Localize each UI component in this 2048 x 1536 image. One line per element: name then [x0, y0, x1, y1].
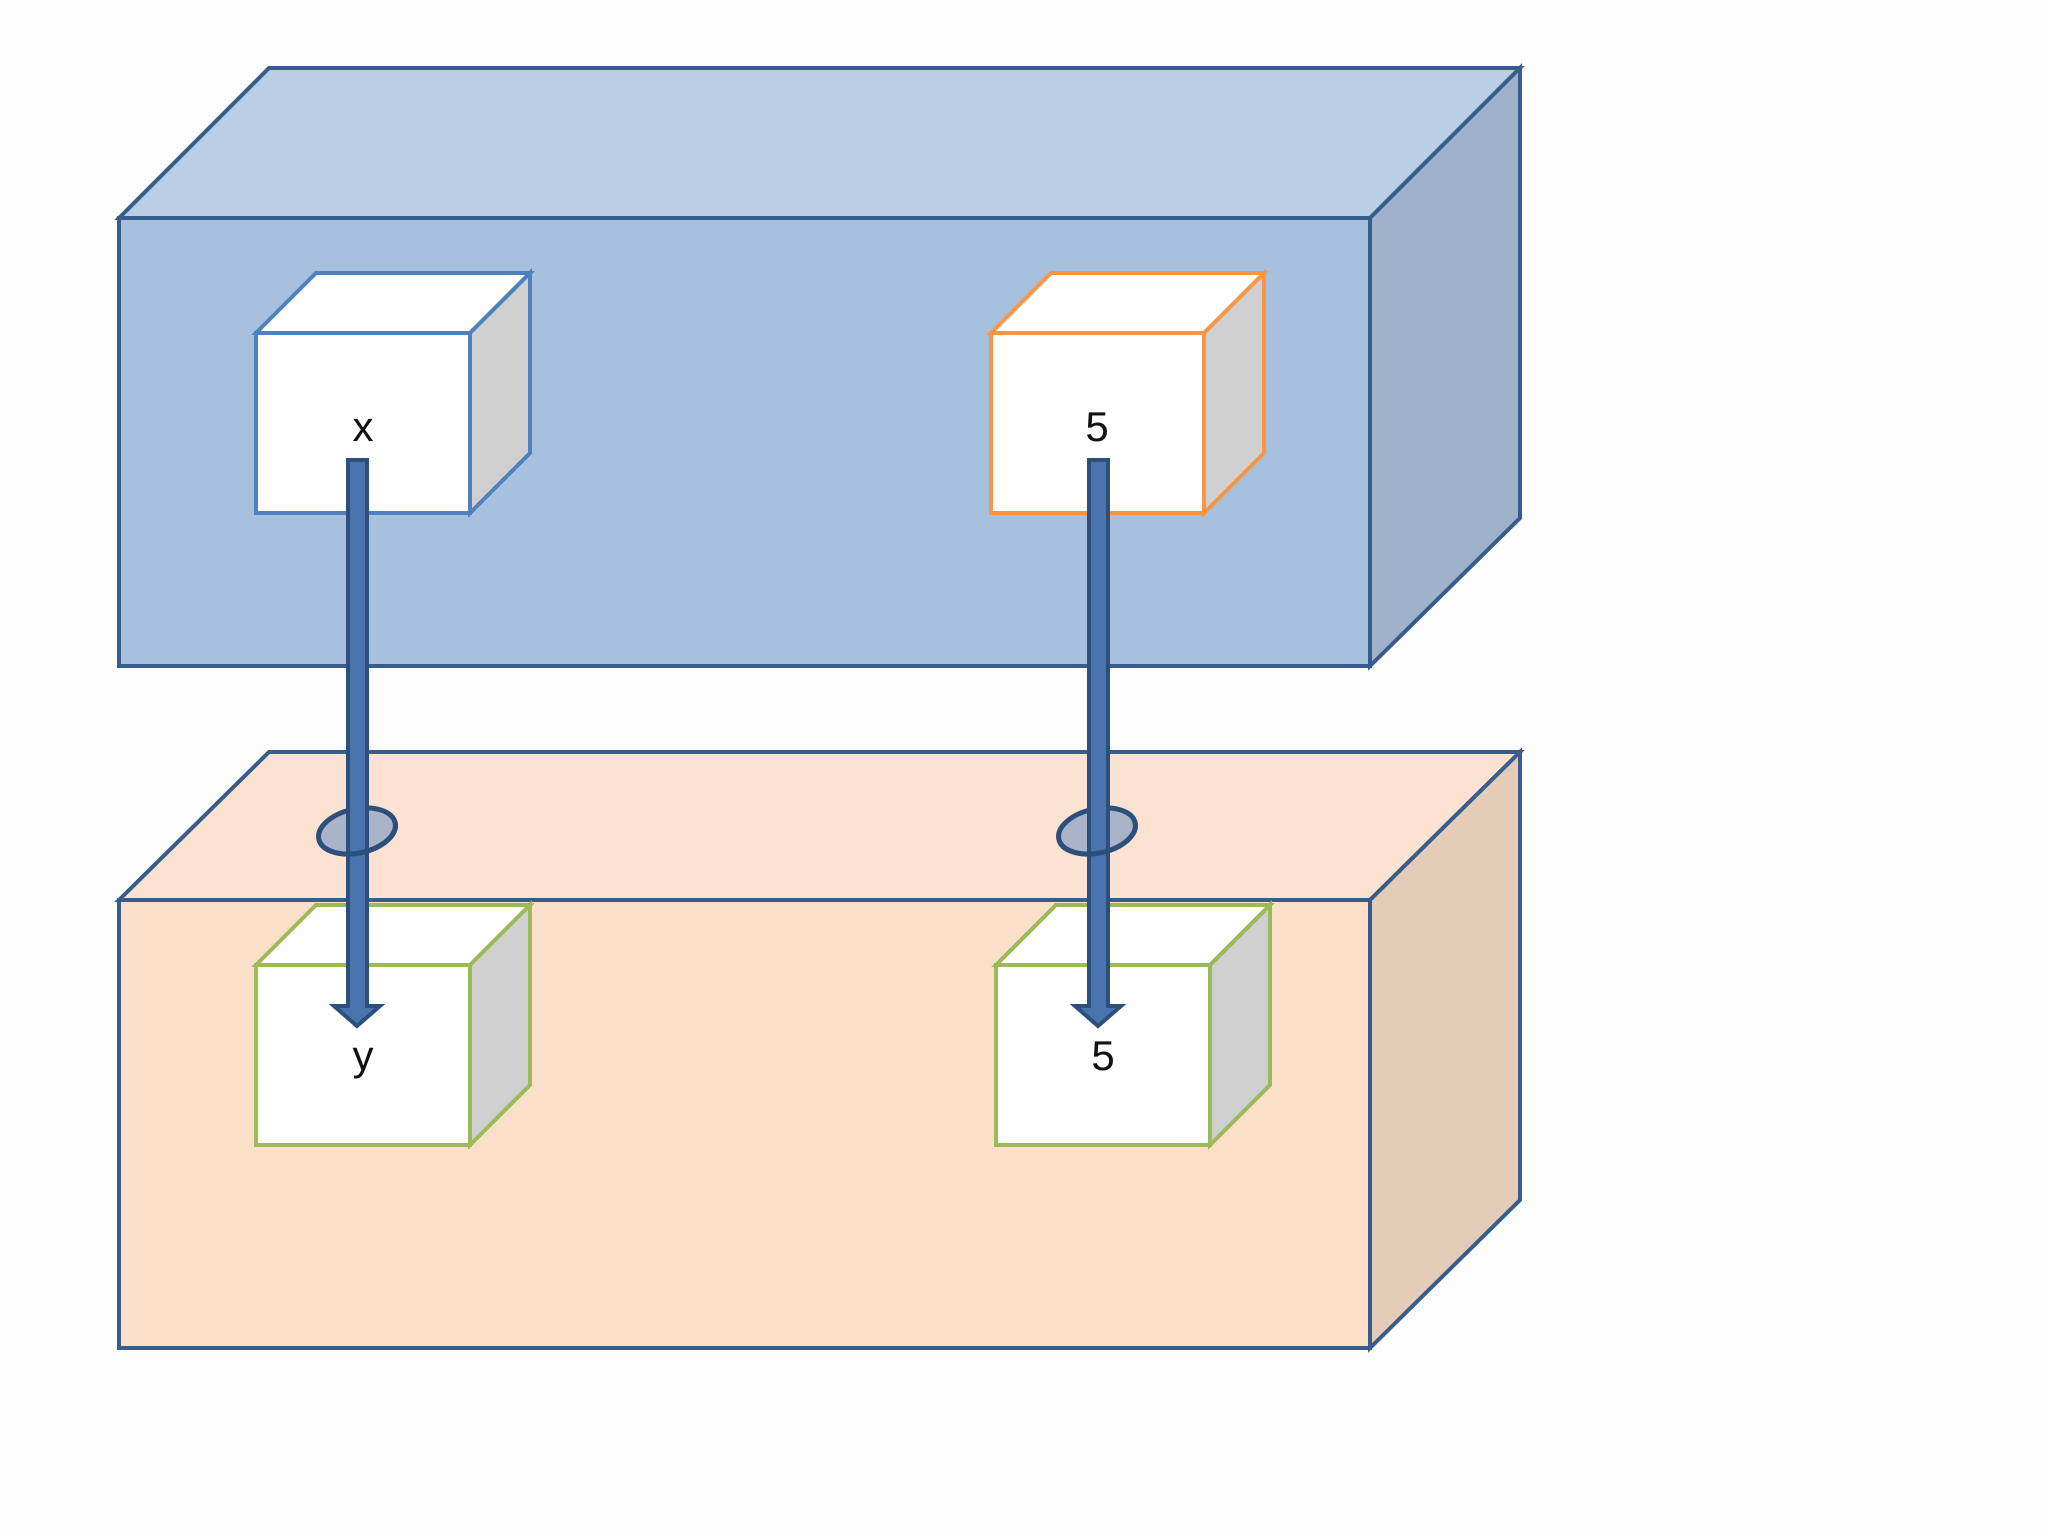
cube-label-y: y [353, 1032, 374, 1079]
arrow-ring-front [1056, 821, 1138, 857]
upper-block-top-face [114, 66, 1525, 220]
copy-arrow-x-to-y [316, 458, 398, 1029]
arrow-shaft [328, 458, 386, 1029]
value-cube-5: 5 [986, 268, 1269, 518]
cube-label-5-copy: 5 [1091, 1032, 1114, 1079]
arrow-ring-front [316, 821, 398, 857]
value-cube-5-copy: 5 [991, 900, 1275, 1150]
copy-arrow-5-to-5 [1056, 458, 1138, 1029]
cube-label-x: x [353, 403, 374, 450]
variable-cube-x: x [251, 268, 535, 518]
arrow-shaft [1069, 458, 1127, 1029]
variable-cube-y: y [251, 900, 535, 1150]
cube-label-5: 5 [1085, 403, 1108, 450]
